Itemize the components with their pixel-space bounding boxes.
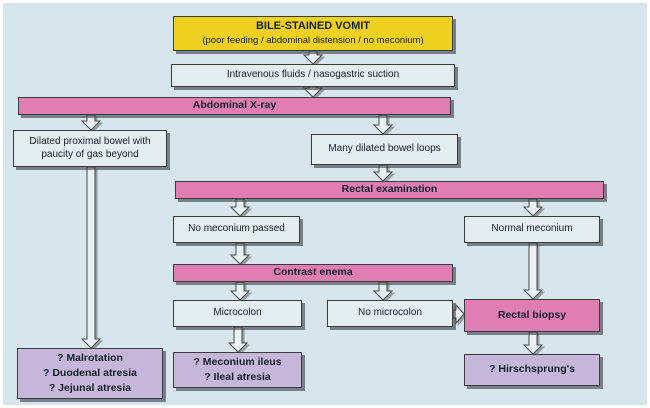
rectal-exam-label: Rectal examination — [341, 183, 438, 196]
node-abdominal-xray: Abdominal X-ray — [18, 97, 451, 115]
rectal-biopsy-label: Rectal biopsy — [497, 308, 567, 321]
arrow-rectal-exam-to-no-meconium — [229, 198, 251, 217]
arrow-bile-to-iv — [302, 50, 324, 65]
arrow-normal-meconium-to-rectal-biopsy — [522, 242, 544, 300]
contrast-enema-label: Contrast enema — [273, 266, 353, 279]
arrow-no-microcolon-to-rectal-biopsy — [452, 303, 465, 325]
bile-title: BILE-STAINED VOMIT — [255, 20, 371, 33]
abdominal-xray-label: Abdominal X-ray — [192, 99, 277, 112]
diagnosis-line: ? Jejunal atresia — [48, 382, 132, 395]
node-normal-meconium: Normal meconium — [464, 216, 600, 243]
diagnosis-line: ? Malrotation — [57, 351, 123, 364]
microcolon-label: Microcolon — [213, 307, 262, 319]
arrow-many-loops-to-rectal-exam — [372, 164, 394, 182]
diagnosis-line: ? Duodenal atresia — [43, 366, 137, 379]
bile-subtitle: (poor feeding / abdominal distension / n… — [202, 34, 424, 46]
arrow-iv-to-xray — [302, 86, 324, 98]
arrow-contrast-enema-to-microcolon — [229, 281, 251, 301]
iv-fluids-label: Intravenous fluids / nasogastric suction — [226, 69, 400, 81]
arrow-dilated-proximal-to-dx-left — [80, 166, 102, 349]
node-no-meconium-passed: No meconium passed — [173, 216, 300, 243]
node-iv-fluids: Intravenous fluids / nasogastric suction — [171, 64, 455, 87]
diagnosis-line: ? Ileal atresia — [204, 371, 271, 383]
arrow-rectal-exam-to-normal-meconium — [522, 198, 544, 217]
dilated-proximal-label: Dilated proximal bowel with paucity of g… — [29, 136, 151, 160]
arrow-no-meconium-to-contrast-enema — [229, 242, 251, 265]
no-meconium-label: No meconium passed — [188, 223, 285, 235]
edge-arrows-layer — [80, 50, 544, 355]
node-diagnosis-meconium-ileus: ? Meconium ileus ? Ileal atresia — [173, 352, 302, 388]
diagnosis-line: ? Hirschsprung's — [489, 363, 575, 376]
node-contrast-enema: Contrast enema — [173, 264, 453, 282]
many-loops-label: Many dilated bowel loops — [328, 143, 441, 155]
node-diagnosis-malrotation-atresia: ? Malrotation ? Duodenal atresia ? Jejun… — [17, 348, 163, 399]
arrow-microcolon-to-dx-mid — [227, 326, 249, 353]
node-dilated-proximal-bowel: Dilated proximal bowel with paucity of g… — [13, 130, 167, 167]
node-rectal-biopsy: Rectal biopsy — [464, 299, 600, 332]
node-many-dilated-bowel-loops: Many dilated bowel loops — [311, 134, 458, 165]
arrow-xray-to-dilated-proximal — [80, 114, 102, 131]
arrow-rectal-biopsy-to-dx-right — [522, 331, 544, 355]
normal-meconium-label: Normal meconium — [491, 223, 573, 235]
node-no-microcolon: No microcolon — [327, 300, 453, 327]
node-diagnosis-hirschsprungs: ? Hirschsprung's — [464, 354, 600, 386]
node-rectal-examination: Rectal examination — [175, 181, 604, 199]
arrow-contrast-enema-to-no-microcolon — [372, 281, 394, 301]
diagnosis-line: ? Meconium ileus — [193, 355, 282, 368]
arrow-xray-to-many-loops — [372, 114, 394, 135]
no-microcolon-label: No microcolon — [358, 307, 422, 319]
node-microcolon: Microcolon — [173, 300, 302, 327]
node-bile-stained-vomit: BILE-STAINED VOMIT (poor feeding / abdom… — [173, 16, 453, 51]
